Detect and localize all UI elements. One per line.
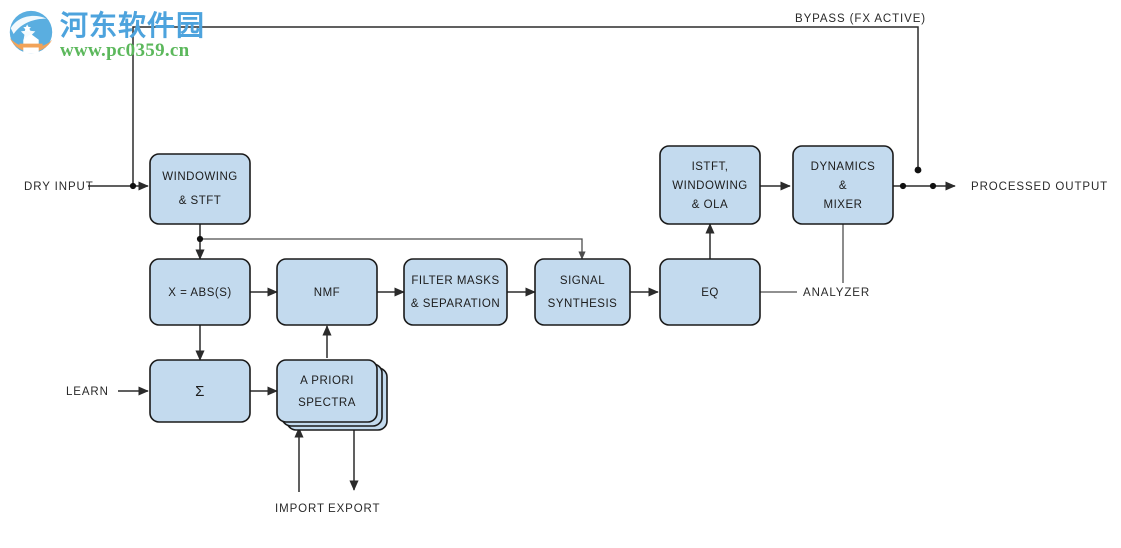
node-windowing-stft-box[interactable] <box>149 153 251 225</box>
node-filter-masks-line-2: & SEPARATION <box>411 298 500 310</box>
label-analyzer: ANALYZER <box>803 287 870 299</box>
node-a-priori-line-2: SPECTRA <box>298 397 356 409</box>
node-signal-synthesis[interactable]: SIGNAL SYNTHESIS <box>534 258 631 326</box>
wire-bypass-path <box>132 26 919 186</box>
node-eq-line-1: EQ <box>701 287 719 299</box>
output-switch-contact-a <box>899 182 907 190</box>
node-filter-masks-line-1: FILTER MASKS <box>411 275 499 287</box>
node-istft-line-2: WINDOWING <box>672 180 747 192</box>
node-a-priori-spectra[interactable]: A PRIORI SPECTRA <box>276 359 388 431</box>
node-signal-synthesis-line-1: SIGNAL <box>560 275 605 287</box>
node-sum-line-1: Σ <box>195 383 205 400</box>
node-windowing-stft-line-2: & STFT <box>179 195 222 207</box>
node-nmf-box[interactable] <box>276 258 378 326</box>
label-dry-input: DRY INPUT <box>24 181 94 193</box>
label-bypass: BYPASS (FX ACTIVE) <box>795 13 926 25</box>
node-abs[interactable]: X = ABS(S) <box>149 258 251 326</box>
node-nmf[interactable]: NMF <box>276 258 378 326</box>
junction-dot-phase-branch <box>196 235 204 243</box>
node-a-priori-spectra-box[interactable] <box>276 359 378 423</box>
node-istft-line-3: & OLA <box>692 199 728 211</box>
node-dynamics-mixer-line-2: & <box>839 180 847 192</box>
node-sum[interactable]: Σ <box>149 359 251 423</box>
node-filter-masks[interactable]: FILTER MASKS & SEPARATION <box>403 258 508 326</box>
node-istft-line-1: ISTFT, <box>692 161 729 173</box>
node-abs-line-1: X = ABS(S) <box>168 287 231 299</box>
node-filter-masks-box[interactable] <box>403 258 508 326</box>
node-signal-synthesis-box[interactable] <box>534 258 631 326</box>
node-a-priori-line-1: A PRIORI <box>300 375 354 387</box>
label-export: EXPORT <box>328 503 380 515</box>
node-dynamics-mixer[interactable]: DYNAMICS & MIXER <box>792 145 894 225</box>
node-signal-synthesis-line-2: SYNTHESIS <box>548 298 618 310</box>
bypass-switch-contact <box>914 166 922 174</box>
node-windowing-stft[interactable]: WINDOWING & STFT <box>149 153 251 225</box>
wire-phase-to-signal-synthesis <box>200 238 586 260</box>
node-abs-box[interactable] <box>149 258 251 326</box>
output-switch-contact-b <box>929 182 937 190</box>
node-dynamics-mixer-box[interactable] <box>792 145 894 225</box>
junction-dot-bypass-takeoff <box>129 182 137 190</box>
node-dynamics-mixer-line-3: MIXER <box>824 199 863 211</box>
node-windowing-stft-line-1: WINDOWING <box>162 171 237 183</box>
node-istft-box[interactable] <box>659 145 761 225</box>
node-eq[interactable]: EQ <box>659 258 761 326</box>
label-processed-output: PROCESSED OUTPUT <box>971 181 1108 193</box>
node-eq-box[interactable] <box>659 258 761 326</box>
node-nmf-line-1: NMF <box>314 287 340 299</box>
label-import: IMPORT <box>275 503 325 515</box>
node-sum-box[interactable] <box>149 359 251 423</box>
label-learn: LEARN <box>66 386 109 398</box>
node-dynamics-mixer-line-1: DYNAMICS <box>811 161 876 173</box>
node-istft[interactable]: ISTFT, WINDOWING & OLA <box>659 145 761 225</box>
